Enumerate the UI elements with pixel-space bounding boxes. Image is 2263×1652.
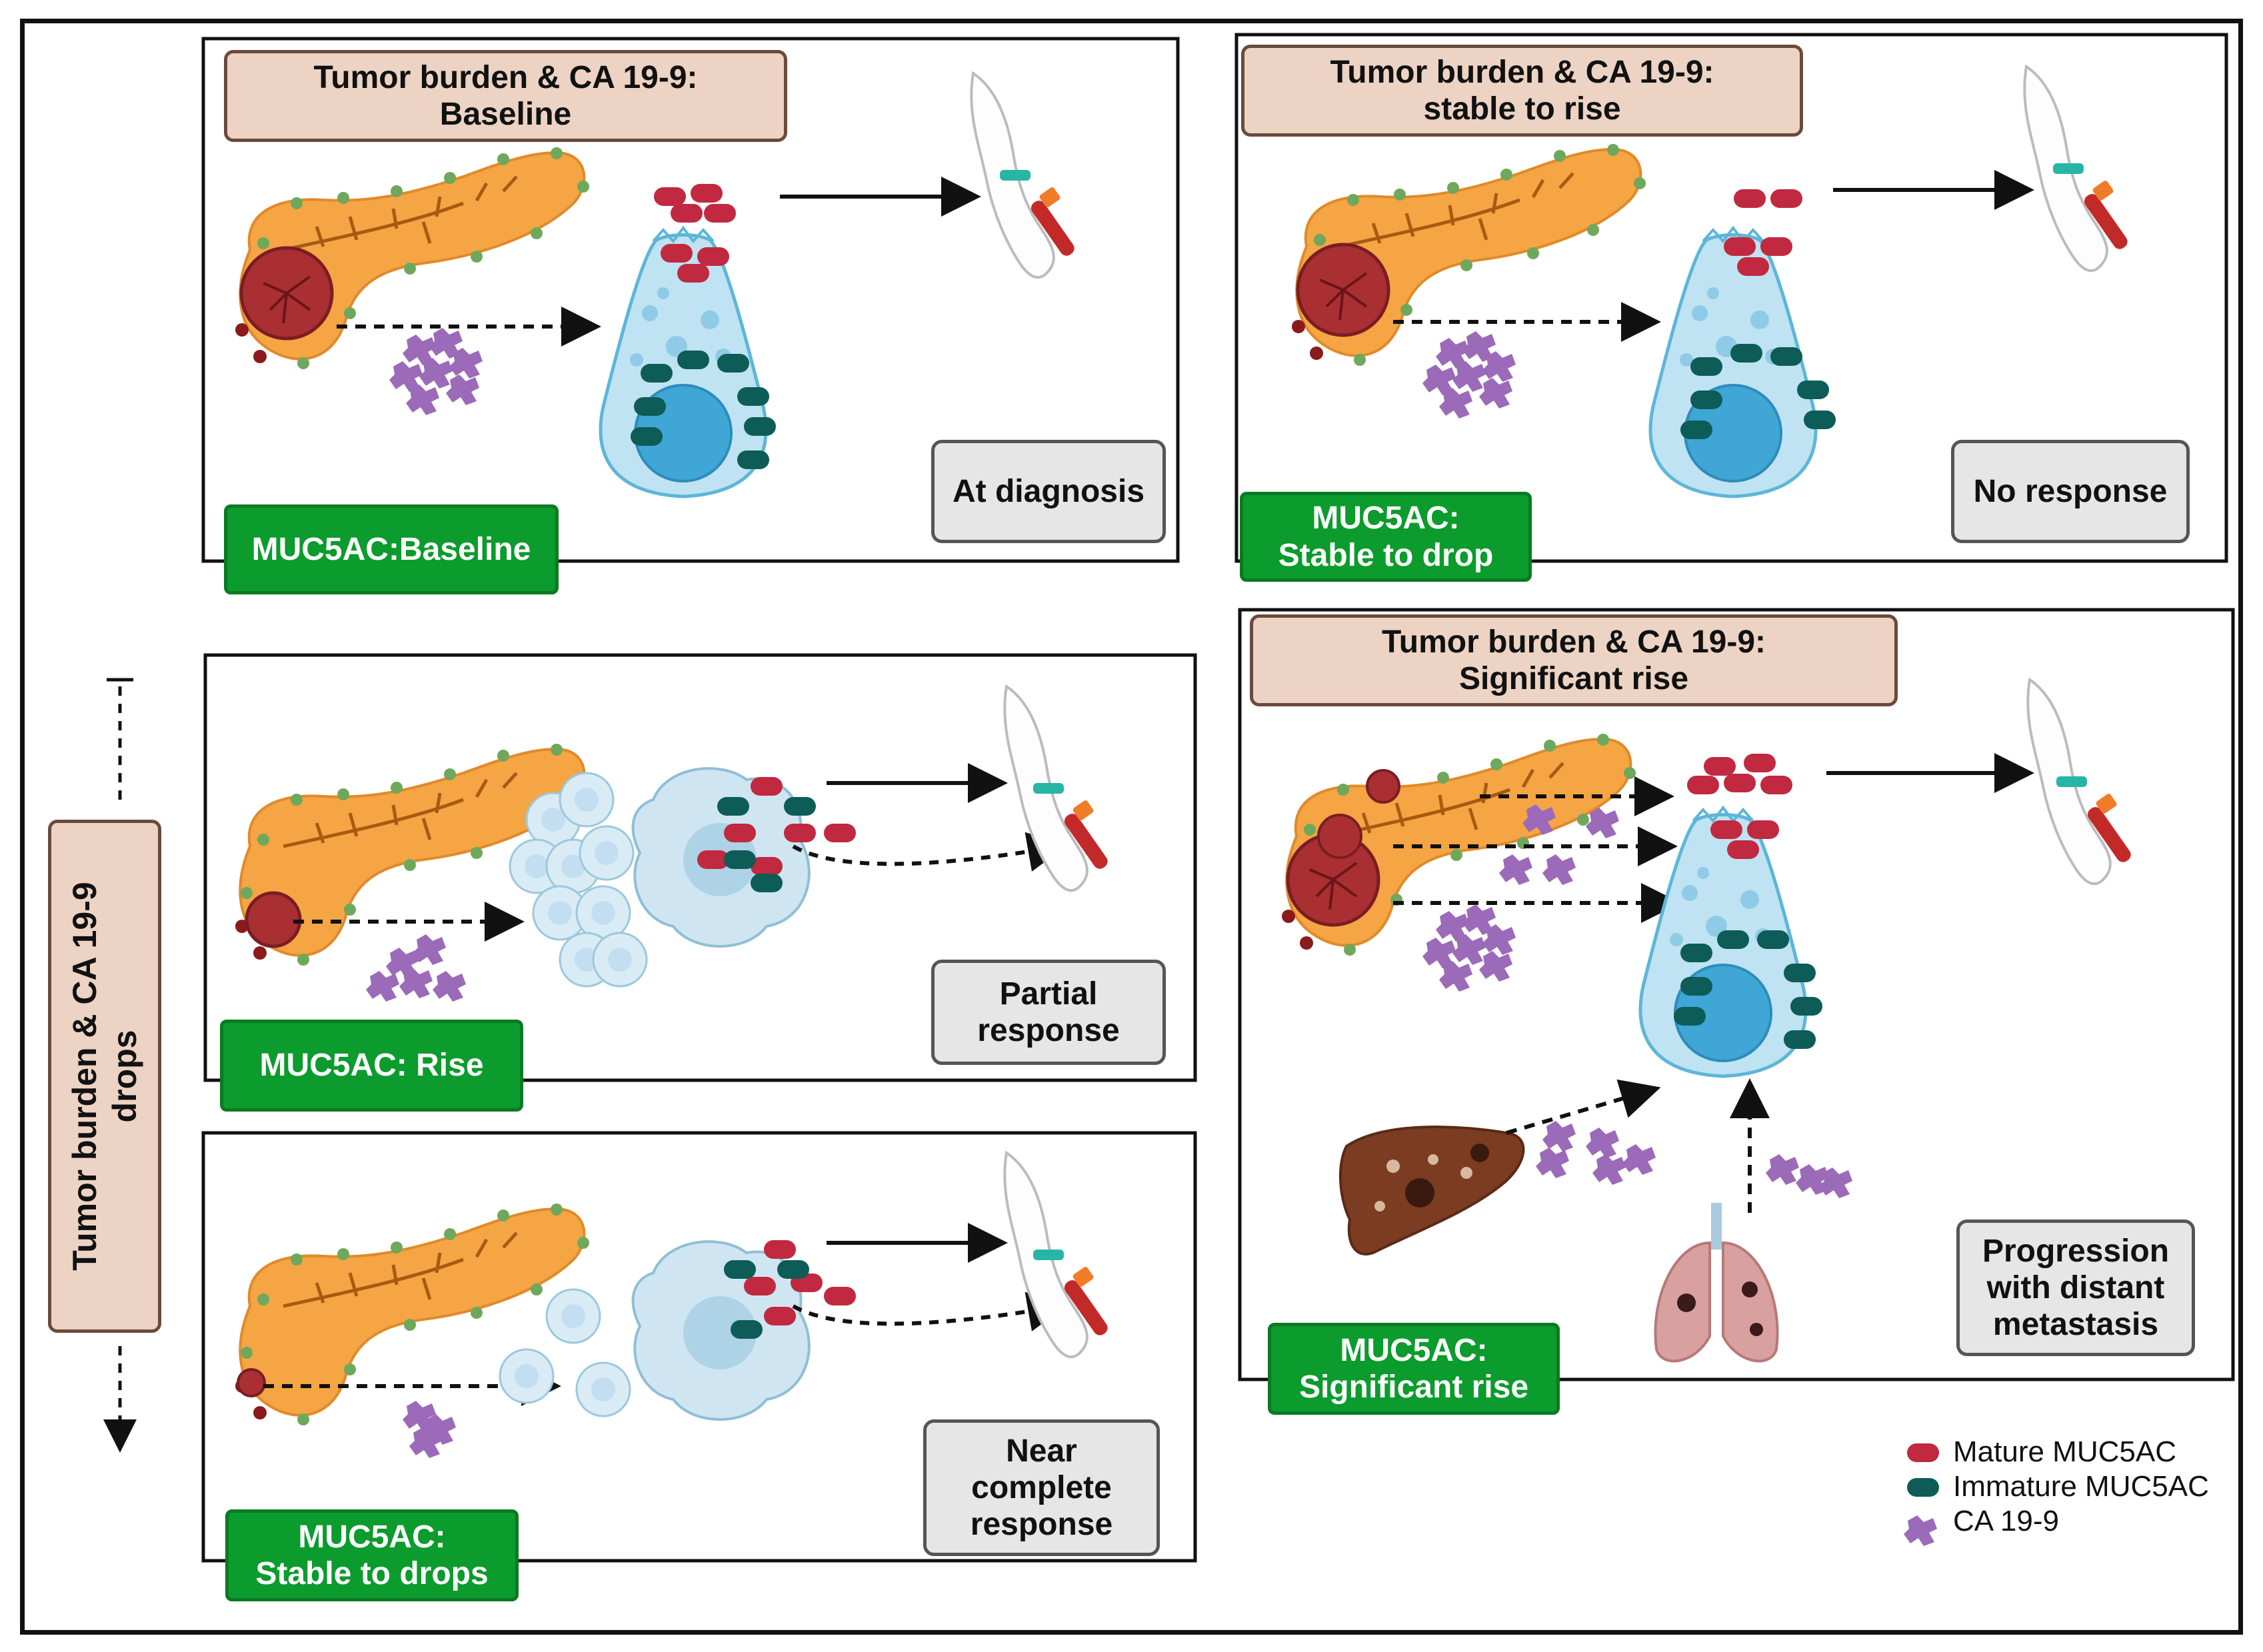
panel-progression-header: Tumor burden & CA 19-9: Significant rise [1250,614,1898,706]
outcome-no-response: No response [1951,440,2190,543]
legend-mature-label: Mature MUC5AC [1953,1435,2176,1468]
legend-ca199-label: CA 19-9 [1953,1505,2059,1537]
apoptotic-cells [509,772,648,988]
liver-icon [1338,1126,1525,1255]
figure-frame [20,19,2243,1635]
muc5ac-significant-rise-tag: MUC5AC: Significant rise [1268,1323,1560,1415]
muc5ac-line-2: Significant rise [1298,1369,1529,1405]
header-line-1: Tumor burden & CA 19-9: [1330,54,1714,90]
arm-blood-draw-icon [2023,65,2132,273]
ca199-cluster [389,328,483,415]
panel-near-complete-border [201,1131,1197,1563]
panel-no-response-border [1234,33,2228,563]
legend-immature-swatch [1907,1478,1939,1497]
outcome-at-diagnosis: At diagnosis [931,440,1166,543]
ca199-cluster [366,934,466,1002]
outcome-line-3: response [970,1507,1113,1543]
muc5ac-line-1: MUC5AC: [298,1519,446,1555]
dashed-curved-arrow [792,832,1068,872]
side-label: Tumor burden & CA 19-9 drops [65,823,145,1329]
ca199-cluster [1536,1121,1656,1185]
muc5ac-line-2: Stable to drop [1278,537,1494,573]
muc5ac-line-1: MUC5AC: [1340,1332,1488,1368]
ca199-cluster [403,1401,456,1458]
panel-diagnosis-border [201,37,1180,563]
outcome-line-1: Near [1006,1433,1077,1469]
ca199-cluster [1766,1154,1852,1198]
side-label-line-1: Tumor burden & CA 19-9 [66,882,103,1271]
header-line-2: Baseline [439,97,572,132]
outcome-line-2: complete [971,1469,1112,1505]
panel-progression-border [1238,608,2235,1381]
arm-blood-draw-icon [970,72,1079,279]
pancreas-icon [1282,734,1636,956]
legend-immature-label: Immature MUC5AC [1953,1470,2209,1503]
header-line-2: Significant rise [1458,661,1689,696]
apoptotic-cells [499,1288,631,1417]
outcome-near-complete-response: Near complete response [923,1419,1160,1556]
dashed-arrow [1506,1079,1661,1135]
pancreas-icon [235,147,589,369]
outcome-line-2: with distant [1986,1269,2165,1305]
pancreas-icon [1292,144,1646,366]
muc5ac-label: MUC5AC: Rise [259,1048,484,1084]
muc5ac-line-1: MUC5AC: [1312,500,1460,536]
side-label-line-2: drops [106,1030,143,1123]
muc5ac-label: MUC5AC:Baseline [251,531,531,567]
muc5ac-rise-tag: MUC5AC: Rise [220,1020,523,1112]
outcome-line-3: metastasis [1992,1307,2159,1343]
header-line-1: Tumor burden & CA 19-9: [1381,624,1766,660]
dashed-curved-arrow [792,1291,1068,1331]
side-label-box [48,820,161,1333]
outcome-progression: Progression with distant metastasis [1956,1220,2195,1356]
outcome-partial-response: Partial response [931,960,1166,1065]
panel-diagnosis-header: Tumor burden & CA 19-9: Baseline [224,50,787,142]
outcome-label: At diagnosis [952,473,1145,509]
ca199-cluster [1422,331,1516,418]
muc5ac-stable-to-drops-tag: MUC5AC: Stable to drops [225,1509,519,1601]
outcome-line-1: Progression [1982,1233,2170,1269]
outcome-line-1: Partial [999,976,1098,1012]
outcome-line-2: response [977,1013,1120,1048]
muc5ac-stable-to-drop-tag: MUC5AC: Stable to drop [1240,492,1532,582]
muc5ac-line-2: Stable to drops [255,1556,489,1591]
legend-ca199-swatch [1904,1515,1937,1546]
panel-partial-border [203,653,1197,1082]
legend-mature-swatch [1907,1443,1939,1462]
header-line-1: Tumor burden & CA 19-9: [313,59,698,95]
outcome-label: No response [1973,473,2168,509]
header-line-2: stable to rise [1423,91,1621,127]
arm-blood-draw-icon [2026,678,2135,886]
pancreas-icon [235,1204,589,1425]
arm-blood-draw-icon [1003,1152,1112,1359]
panel-no-response-header: Tumor burden & CA 19-9: stable to rise [1241,45,1803,137]
lungs-icon [1654,1202,1779,1363]
muc5ac-baseline-tag: MUC5AC:Baseline [224,504,559,594]
arm-blood-draw-icon [1003,685,1112,892]
